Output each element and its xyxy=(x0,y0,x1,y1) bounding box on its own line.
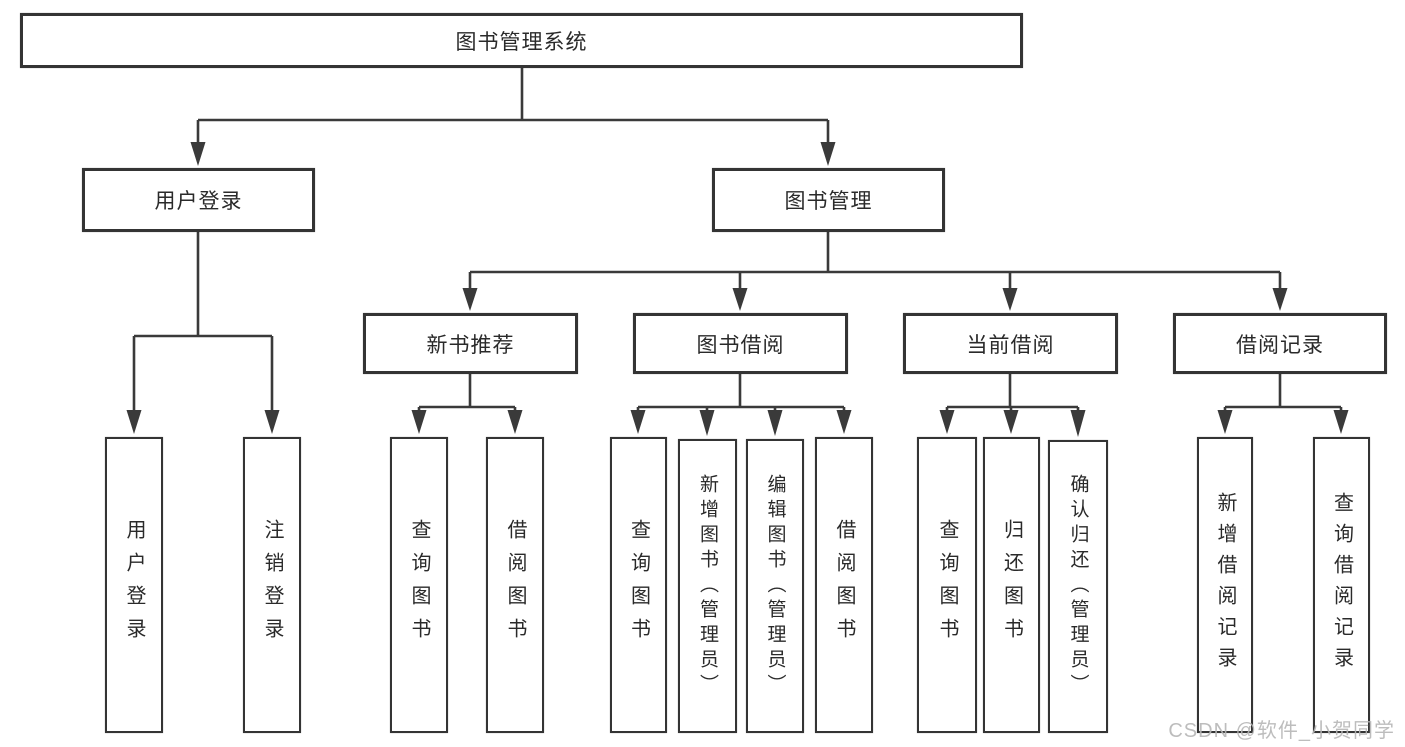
leaf-br-add-record: 新增借阅记录 xyxy=(1197,437,1253,733)
node-root: 图书管理系统 xyxy=(20,13,1023,68)
leaf-bb-query-book: 查询图书 xyxy=(610,437,667,733)
leaf-cb-return-book: 归还图书 xyxy=(983,437,1040,733)
leaf-logout: 注销登录 xyxy=(243,437,301,733)
leaf-bb-add-book: 新增图书（管理员） xyxy=(678,439,737,733)
node-borrow-record: 借阅记录 xyxy=(1173,313,1387,374)
leaf-cb-confirm-return: 确认归还（管理员） xyxy=(1048,440,1108,733)
leaf-nbr-query-book: 查询图书 xyxy=(390,437,448,733)
node-current-borrow: 当前借阅 xyxy=(903,313,1118,374)
node-book-management: 图书管理 xyxy=(712,168,945,232)
leaf-br-query-record: 查询借阅记录 xyxy=(1313,437,1370,733)
leaf-cb-query-book: 查询图书 xyxy=(917,437,977,733)
leaf-bb-borrow-book: 借阅图书 xyxy=(815,437,873,733)
leaf-bb-edit-book: 编辑图书（管理员） xyxy=(746,439,804,733)
leaf-user-login: 用户登录 xyxy=(105,437,163,733)
csdn-watermark: CSDN @软件_小贺同学 xyxy=(1168,720,1395,742)
node-new-book-recommend: 新书推荐 xyxy=(363,313,578,374)
node-book-borrow: 图书借阅 xyxy=(633,313,848,374)
node-user-login: 用户登录 xyxy=(82,168,315,232)
leaf-nbr-borrow-book: 借阅图书 xyxy=(486,437,544,733)
